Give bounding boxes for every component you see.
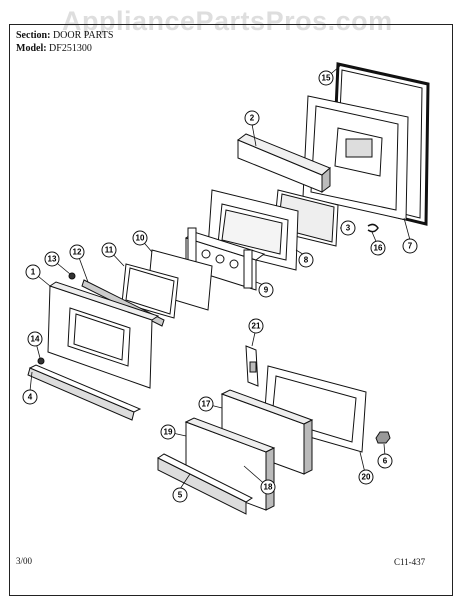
section-header: Section: DOOR PARTS — [16, 30, 113, 41]
part-21-hinge-bracket — [245, 345, 259, 387]
callout-21: 21 — [248, 318, 264, 334]
part-19-drawer-front — [184, 417, 276, 511]
watermark: AppliancePartsPros.com — [62, 6, 393, 36]
svg-text:3: 3 — [346, 224, 351, 233]
callouts: 1 2 3 4 5 6 7 8 9 10 11 12 13 14 15 16 1… — [22, 70, 418, 503]
callout-15: 15 — [318, 70, 334, 86]
svg-text:4: 4 — [28, 393, 33, 402]
callout-7: 7 — [402, 238, 418, 254]
footer-code: C11-437 — [394, 557, 426, 567]
part-2-vent-trim — [237, 133, 331, 193]
section-label: Section: — [16, 30, 51, 41]
svg-text:2: 2 — [250, 114, 255, 123]
callout-12: 12 — [69, 244, 85, 260]
svg-text:10: 10 — [136, 234, 145, 243]
callout-19: 19 — [160, 424, 176, 440]
callout-13: 13 — [44, 251, 60, 267]
callout-1: 1 — [25, 264, 41, 280]
callout-4: 4 — [22, 389, 38, 405]
svg-text:19: 19 — [164, 428, 173, 437]
part-14-screw — [37, 357, 45, 365]
callout-17: 17 — [198, 396, 214, 412]
callout-5: 5 — [172, 487, 188, 503]
part-17-drawer-front — [220, 389, 314, 475]
callout-14: 14 — [27, 331, 43, 347]
callout-3: 3 — [340, 220, 356, 236]
part-6-nut — [375, 431, 391, 444]
svg-text:18: 18 — [264, 483, 273, 492]
svg-text:11: 11 — [105, 246, 114, 255]
svg-text:9: 9 — [264, 286, 269, 295]
svg-text:8: 8 — [304, 256, 309, 265]
part-13-screw — [68, 272, 76, 280]
callout-9: 9 — [258, 282, 274, 298]
svg-text:21: 21 — [252, 322, 261, 331]
part-16-clip — [367, 223, 379, 233]
svg-text:17: 17 — [202, 400, 211, 409]
callout-16: 16 — [370, 240, 386, 256]
callout-20: 20 — [358, 469, 374, 485]
callout-18: 18 — [260, 479, 276, 495]
svg-text:20: 20 — [362, 473, 371, 482]
svg-text:14: 14 — [31, 335, 40, 344]
svg-text:16: 16 — [374, 244, 383, 253]
callout-10: 10 — [132, 230, 148, 246]
callout-2: 2 — [244, 110, 260, 126]
svg-text:1: 1 — [31, 268, 36, 277]
part-11-glass — [121, 263, 179, 319]
part-5-drawer-trim — [157, 453, 253, 515]
part-4-bottom-trim — [27, 364, 142, 421]
diagram-frame — [9, 24, 453, 596]
svg-text:12: 12 — [73, 248, 82, 257]
svg-text:7: 7 — [408, 242, 413, 251]
footer-date: 3/00 — [16, 556, 33, 566]
callout-6: 6 — [377, 453, 393, 469]
svg-text:15: 15 — [322, 74, 331, 83]
model-header: Model: DF251300 — [16, 43, 92, 54]
callout-8: 8 — [298, 252, 314, 268]
model-value: DF251300 — [49, 43, 92, 54]
callout-11: 11 — [101, 242, 117, 258]
svg-text:6: 6 — [383, 457, 388, 466]
svg-text:13: 13 — [48, 255, 57, 264]
section-value: DOOR PARTS — [52, 30, 114, 41]
part-1-outer-door-panel — [47, 281, 160, 389]
model-label: Model: — [16, 43, 47, 54]
part-9-window-frame — [184, 227, 266, 291]
svg-text:5: 5 — [178, 491, 183, 500]
